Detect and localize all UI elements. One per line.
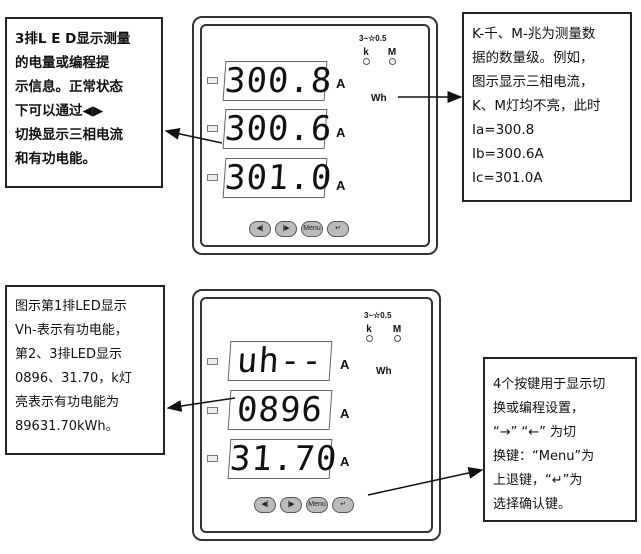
unit-label: A [340,357,350,372]
note-line: 的电量或编程提 [15,55,110,71]
left-button[interactable]: ◀| [254,497,276,513]
arrow-to-bottom-right-note [367,467,484,496]
note-line: Ia=300.8 [472,122,535,138]
note-line: 第2、3排LED显示 [15,347,123,362]
note-line: 据的数量级。例如， [472,50,594,66]
note-line: 上退键，“↵”为 [493,473,583,488]
note-line: 89631.70kWh。 [15,419,119,434]
m-indicator: M [392,325,402,342]
m-indicator: M [387,48,397,65]
note-bottom-right: 4个按键用于显示切 换或编程设置， “→” “←” 为切 换键：“Menu”为 … [483,357,637,522]
button-group: ◀| |▶ Menu ↵ [254,497,354,513]
note-line: 亮表示有功电能为 [15,395,120,410]
unit-label: A [336,178,346,193]
wh-label: Wh [371,93,387,104]
note-line: 0896、31.70，k灯 [15,371,132,386]
enter-button[interactable]: ↵ [332,497,354,513]
meter-panel-bottom: 3~☆0.5 k M Wh uh-- A 0896 A 31.70 A ◀| |… [192,289,441,541]
note-line: 和有功电能。 [15,151,96,167]
enter-button[interactable]: ↵ [327,221,349,237]
row-indicator [207,77,218,84]
row-indicator [207,407,218,414]
accuracy-class-label: 3~☆0.5 [364,311,392,320]
row-indicator [207,174,218,181]
unit-label: A [336,125,346,140]
row-indicator [207,358,218,365]
row-indicator [207,125,218,132]
note-line: Ic=301.0A [472,170,543,186]
left-button[interactable]: ◀| [249,221,271,237]
note-top-left: 3排L E D显示测量 的电量或编程提 示信息。正常状态 下可以通过◀▶ 切换显… [5,17,163,188]
right-button[interactable]: |▶ [275,221,297,237]
note-line: K-千、M-兆为测量数 [472,26,596,42]
note-line: 下可以通过◀▶ [15,103,104,119]
k-indicator: k [361,48,371,65]
arrow-to-bottom-left-note [166,397,236,412]
unit-label: A [340,454,350,469]
note-line: “→” “←” 为切 [493,425,576,440]
right-button[interactable]: |▶ [280,497,302,513]
note-line: 图示第1排LED显示 [15,299,127,314]
meter-bezel [200,24,430,247]
note-line: 示信息。正常状态 [15,79,123,95]
note-line: Ib=300.6A [472,146,544,162]
note-bottom-left: 图示第1排LED显示 Vh-表示有功电能， 第2、3排LED显示 0896、31… [5,285,165,455]
unit-label: A [336,76,346,91]
note-line: Vh-表示有功电能， [15,323,128,338]
menu-button[interactable]: Menu [306,497,328,513]
button-group: ◀| |▶ Menu ↵ [249,221,349,237]
k-indicator: k [364,325,374,342]
meter-bezel [200,297,433,533]
note-line: 3排L E D显示测量 [15,31,131,47]
note-line: 换或编程设置， [493,401,585,416]
note-top-right: K-千、M-兆为测量数 据的数量级。例如， 图示显示三相电流， K、M灯均不亮，… [462,12,632,202]
note-line: K、M灯均不亮，此时 [472,98,601,114]
menu-button[interactable]: Menu [301,221,323,237]
accuracy-class-label: 3~☆0.5 [359,34,387,43]
note-line: 图示显示三相电流， [472,74,594,90]
row-indicator [207,455,218,462]
note-line: 切换显示三相电流 [15,127,123,143]
arrow-to-top-left-note [164,127,223,144]
note-line: 4个按键用于显示切 [493,377,606,392]
unit-label: A [340,406,350,421]
note-line: 选择确认键。 [493,497,572,512]
wh-label: Wh [376,366,392,377]
meter-panel-top: 3~☆0.5 k M Wh 300.8 A 300.6 A 301.0 A ◀|… [192,16,438,255]
note-line: 换键：“Menu”为 [493,449,595,464]
